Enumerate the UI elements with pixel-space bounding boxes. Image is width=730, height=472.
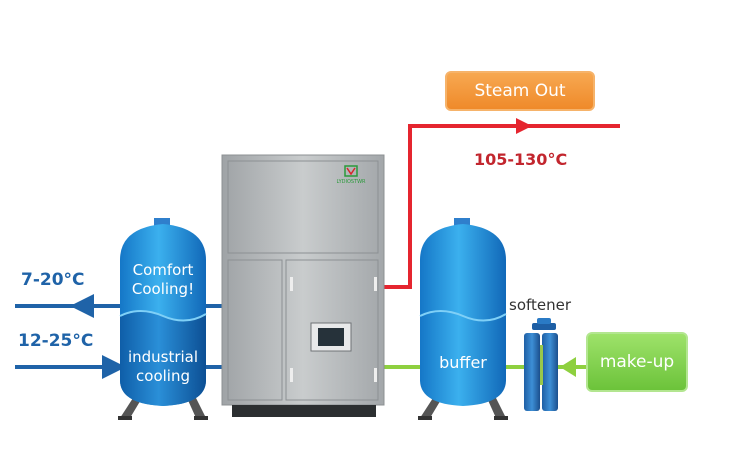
logo-text: LYDIOSTWR: [336, 179, 366, 185]
softener-label: softener: [509, 296, 572, 314]
steam-out-badge: Steam Out: [445, 71, 595, 111]
inlet-arrow-icon: [102, 355, 126, 379]
makeup-badge: make-up: [586, 332, 688, 392]
outlet-temperature: 7-20°C: [21, 270, 85, 290]
inlet-temperature: 12-25°C: [18, 331, 94, 351]
machine-base: [232, 405, 376, 417]
steam-heat-pump-unit: LYDIOSTWR: [221, 154, 385, 417]
water-softener: [524, 318, 558, 411]
comfort-line: Comfort: [132, 261, 194, 279]
buffer-tank-legs: [418, 398, 508, 420]
buffer-tank: [419, 218, 507, 406]
comfort-cooling-label: Comfort Cooling!: [121, 261, 205, 299]
cooling-line: Cooling!: [131, 280, 195, 298]
steam-arrow-icon: [516, 118, 532, 134]
makeup-arrow-icon: [560, 357, 576, 377]
steam-pipe: [383, 118, 620, 289]
brand-logo: LYDIOSTWR: [336, 165, 366, 185]
industrial-cooling-label: industrial cooling: [121, 348, 205, 386]
outlet-arrow-icon: [70, 294, 94, 318]
buffer-label: buffer: [439, 353, 487, 372]
industrial-line: industrial: [127, 348, 199, 366]
control-screen: [318, 328, 344, 346]
left-tank-legs: [118, 398, 208, 420]
steam-temperature: 105-130°C: [474, 150, 568, 169]
industrial-cooling-line: cooling: [136, 367, 190, 385]
left-tank: [119, 218, 207, 406]
